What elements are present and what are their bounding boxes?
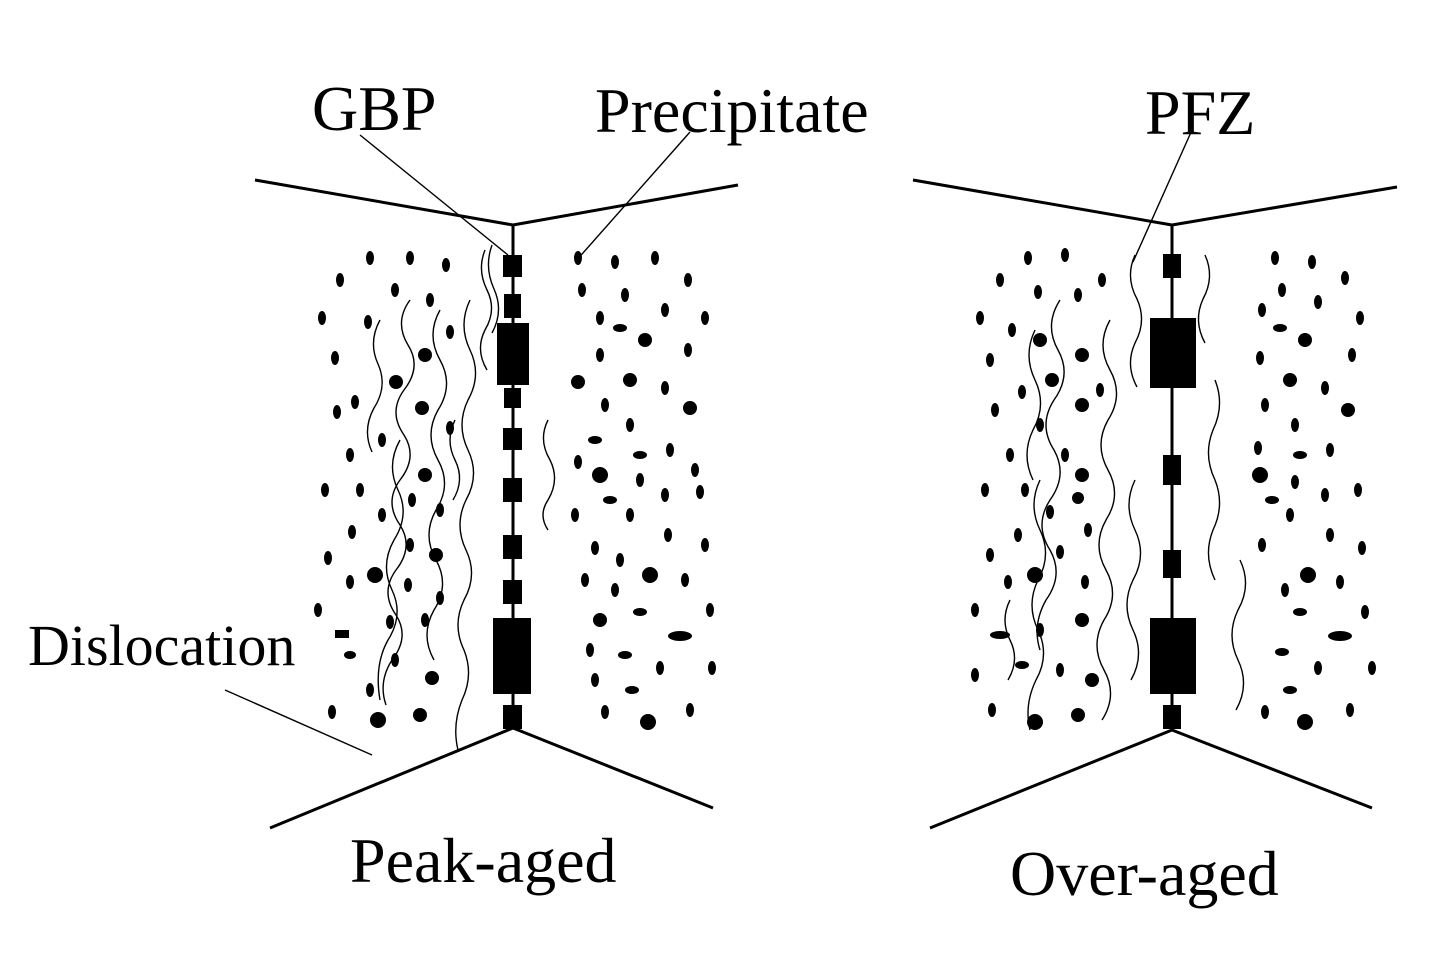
- peak-aged-panel: [224, 131, 739, 830]
- over-aged-matrix-precipitates-left: [971, 248, 1106, 730]
- pfz-label: PFZ: [1145, 77, 1255, 148]
- peak-aged-gb-precipitates: [493, 255, 531, 729]
- over-aged-panel: [912, 129, 1398, 830]
- over-aged-grain-boundaries: [912, 178, 1398, 830]
- over-aged-leader-lines: [1132, 129, 1193, 263]
- peak-aged-matrix-precipitates-left: [314, 251, 454, 728]
- peak-aged-label: Peak-aged: [350, 825, 617, 896]
- over-aged-matrix-precipitates-right: [1252, 251, 1376, 730]
- peak-aged-dislocations: [366, 244, 556, 751]
- over-aged-gb-precipitates: [1150, 254, 1196, 729]
- peak-aged-grain-boundaries: [254, 178, 739, 830]
- precipitate-label: Precipitate: [595, 75, 869, 146]
- gbp-label: GBP: [312, 73, 437, 144]
- peak-aged-leader-lines: [224, 131, 691, 756]
- over-aged-dislocations: [1004, 254, 1247, 731]
- dislocation-label: Dislocation: [28, 613, 295, 678]
- over-aged-label: Over-aged: [1010, 838, 1279, 909]
- peak-aged-matrix-precipitates-right: [571, 251, 716, 730]
